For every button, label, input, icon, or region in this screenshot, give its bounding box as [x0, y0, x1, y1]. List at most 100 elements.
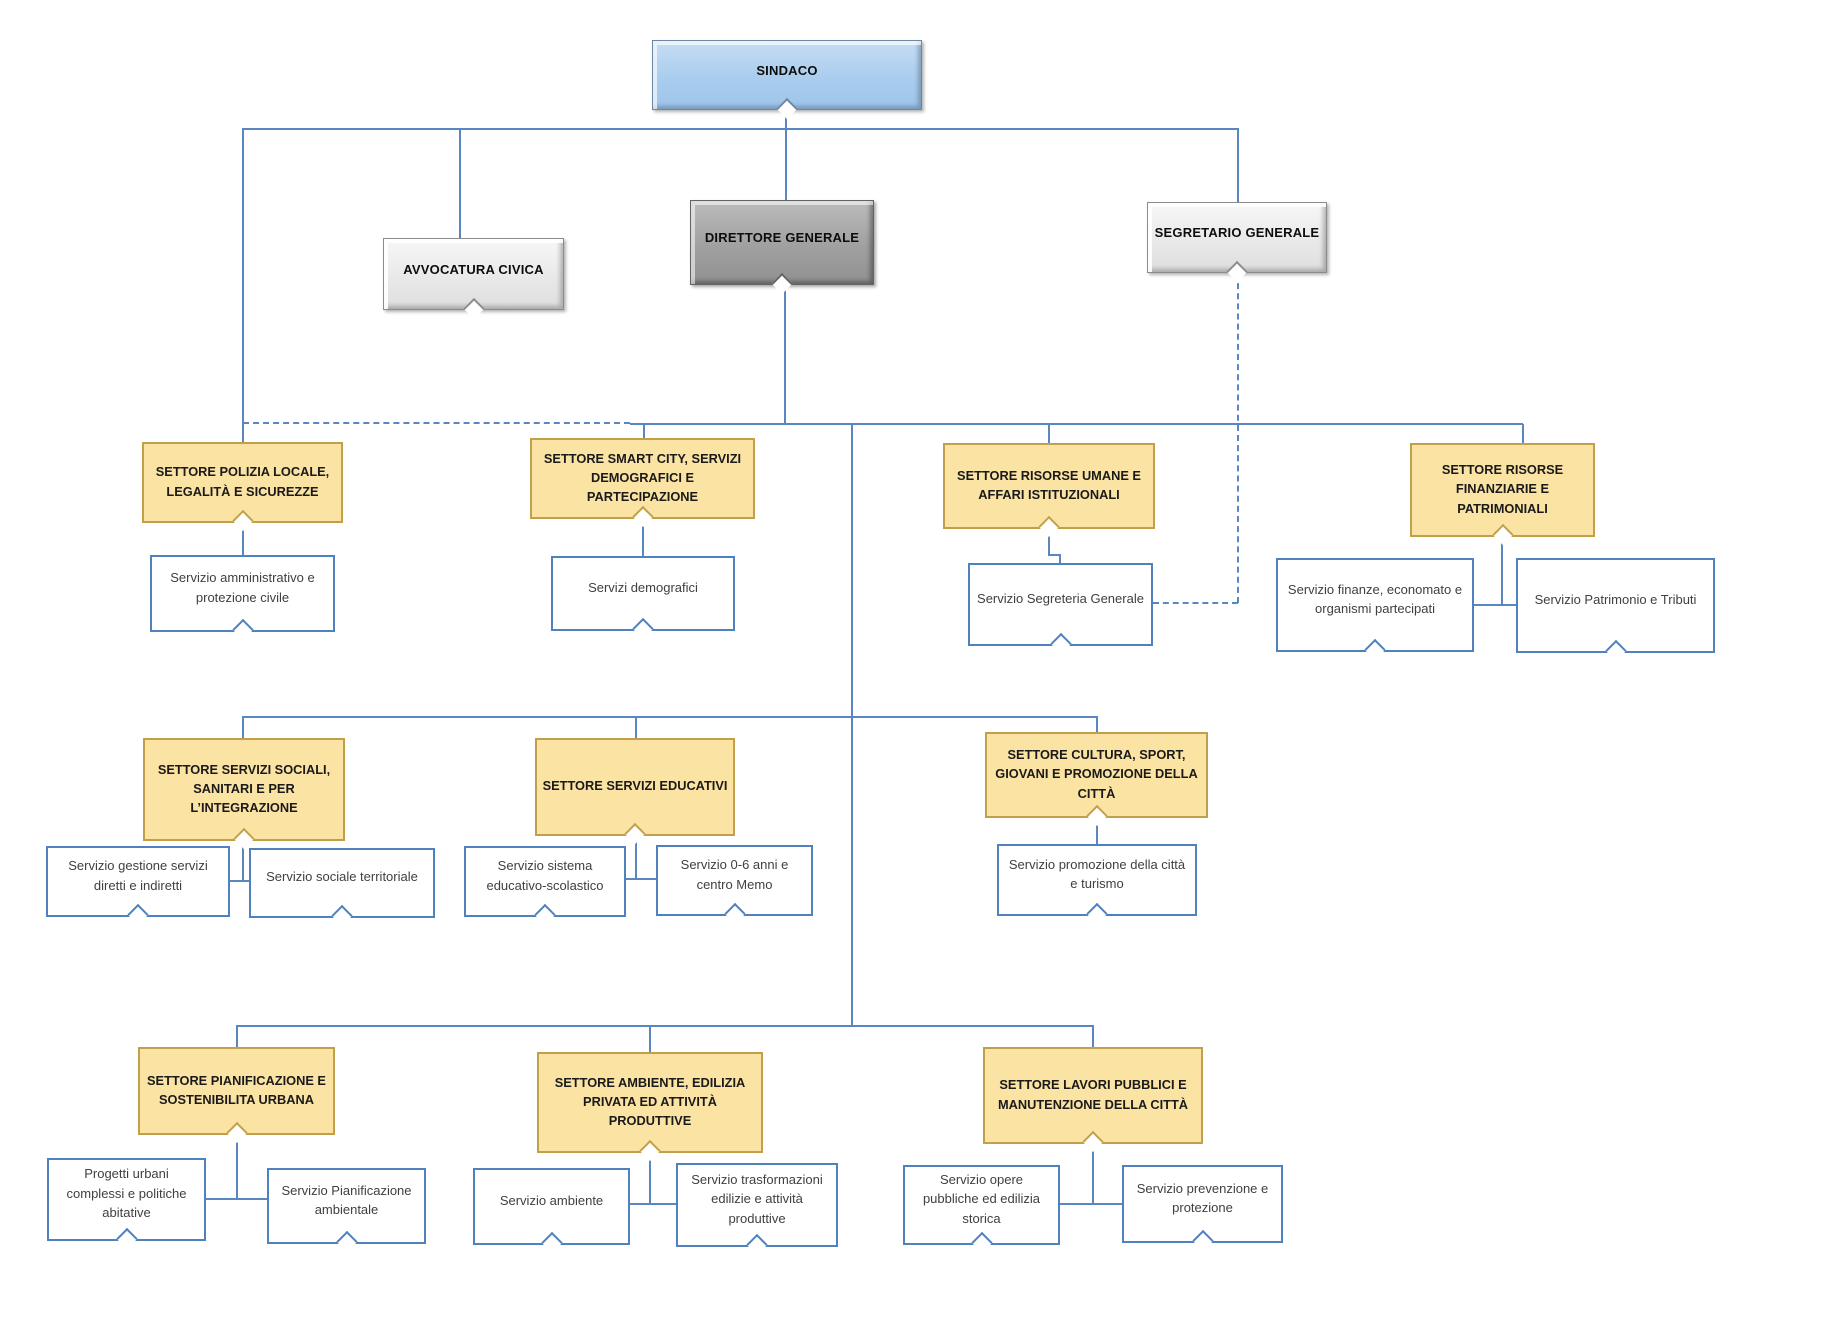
connector-sociali-service — [242, 841, 244, 882]
connector-fin-tee — [1474, 604, 1516, 606]
node-avvocatura-label: AVVOCATURA CIVICA — [403, 261, 544, 277]
node-settore-educativi-label: SETTORE SERVIZI EDUCATIVI — [542, 778, 728, 794]
bottom-notch — [1085, 804, 1108, 827]
node-serv-prevenzione-label: Servizio prevenzione e protezione — [1136, 1180, 1269, 1216]
node-serv-promozione-label: Servizio promozione della città e turism… — [1008, 856, 1186, 892]
connector-smart-drop — [643, 423, 645, 438]
bottom-notch — [1038, 515, 1060, 538]
connector-segretario-dashed-v — [1237, 273, 1239, 603]
node-avvocatura: AVVOCATURA CIVICA — [383, 238, 564, 320]
bottom-notch — [231, 509, 254, 532]
connector-pianificazione-service — [236, 1135, 238, 1200]
node-serv-gestione: Servizio gestione servizi diretti e indi… — [46, 846, 230, 926]
connector-segretario-drop — [1237, 129, 1239, 202]
node-serv-finanze: Servizio finanze, economato e organismi … — [1276, 558, 1474, 661]
node-settore-pianificazione-label: SETTORE PIANIFICAZIONE E SOSTENIBILITA U… — [147, 1072, 326, 1107]
node-sindaco-label: SINDACO — [756, 62, 818, 78]
bottom-notch — [776, 97, 798, 120]
connector-avvocatura-drop — [459, 129, 461, 238]
bottom-notch — [331, 904, 353, 927]
bottom-notch — [127, 903, 149, 926]
bottom-notch — [632, 617, 654, 640]
node-settore-ambiente-label: SETTORE AMBIENTE, EDILIZIA PRIVATA ED AT… — [554, 1074, 746, 1129]
connector-lavori-tee — [1060, 1203, 1122, 1205]
node-serv-educativo: Servizio sistema educativo-scolastico — [464, 846, 626, 926]
connector-spine — [851, 424, 853, 1026]
connector-segretario-dashed-h — [1153, 602, 1238, 604]
node-serv-ambiente: Servizio ambiente — [473, 1168, 630, 1254]
connector-educativi-tee — [626, 878, 656, 880]
connector-rail3 — [237, 1025, 1093, 1027]
node-settore-risorse-fin: SETTORE RISORSE FINANZIARIE E PATRIMONIA… — [1410, 443, 1595, 546]
bottom-notch — [462, 297, 485, 320]
connector-lavori-service — [1092, 1144, 1094, 1205]
connector-sindaco-down — [785, 110, 787, 130]
node-settore-educativi: SETTORE SERVIZI EDUCATIVI — [535, 738, 735, 845]
node-serv-prevenzione: Servizio prevenzione e protezione — [1122, 1165, 1283, 1252]
node-serv-trasformazioni-label: Servizio trasformazioni edilizie e attiv… — [691, 1171, 823, 1226]
node-serv-zero-sei-label: Servizio 0-6 anni e centro Memo — [680, 857, 789, 892]
node-serv-patrimonio: Servizio Patrimonio e Tributi — [1516, 558, 1715, 662]
node-serv-pianificazione-ambientale-label: Servizio Pianificazione ambientale — [281, 1182, 412, 1218]
node-serv-opere-label: Servizio opere pubbliche ed edilizia sto… — [922, 1171, 1041, 1226]
node-segretario-label: SEGRETARIO GENERALE — [1154, 225, 1320, 240]
node-serv-patrimonio-label: Servizio Patrimonio e Tributi — [1534, 591, 1697, 607]
node-settore-sociali-label: SETTORE SERVIZI SOCIALI, SANITARI E PER … — [157, 761, 331, 816]
node-settore-pianificazione: SETTORE PIANIFICAZIONE E SOSTENIBILITA U… — [138, 1047, 335, 1144]
node-settore-risorse-umane: SETTORE RISORSE UMANE E AFFARI ISTITUZIO… — [943, 443, 1155, 538]
connector-pianificazione-drop — [236, 1025, 238, 1047]
bottom-notch — [225, 1121, 248, 1144]
node-serv-segreteria: Servizio Segreteria Generale — [968, 563, 1153, 655]
node-settore-ambiente: SETTORE AMBIENTE, EDILIZIA PRIVATA ED AT… — [537, 1052, 763, 1162]
connector-rail1 — [630, 423, 1523, 425]
node-serv-finanze-label: Servizio finanze, economato e organismi … — [1287, 581, 1463, 617]
connector-pianificazione-tee — [206, 1198, 267, 1200]
node-settore-lavori-label: SETTORE LAVORI PUBBLICI E MANUTENZIONE D… — [997, 1077, 1189, 1112]
connector-cultura-service — [1096, 818, 1098, 844]
bottom-notch — [1049, 632, 1072, 655]
connector-top-rail — [242, 128, 1239, 130]
node-serv-amministrativo-label: Servizio amministrativo e protezione civ… — [170, 570, 315, 605]
node-serv-promozione: Servizio promozione della città e turism… — [997, 844, 1197, 925]
bottom-notch — [970, 1231, 993, 1254]
node-sindaco: SINDACO — [652, 40, 922, 120]
bottom-notch — [1491, 523, 1514, 546]
connector-fin-service — [1501, 537, 1503, 606]
node-segretario: SEGRETARIO GENERALE — [1147, 202, 1327, 283]
node-serv-progetti: Progetti urbani complessi e politiche ab… — [47, 1158, 206, 1250]
bottom-notch — [540, 1231, 563, 1254]
connector-rail2 — [242, 716, 1097, 718]
node-serv-gestione-label: Servizio gestione servizi diretti e indi… — [68, 858, 208, 893]
connector-ambiente-tee — [630, 1203, 676, 1205]
connector-polizia-drop — [242, 129, 244, 442]
connector-direttore-drop — [785, 129, 787, 200]
connector-cultura-drop — [1096, 716, 1098, 732]
connector-ambiente-service — [649, 1153, 651, 1205]
node-settore-risorse-umane-label: SETTORE RISORSE UMANE E AFFARI ISTITUZIO… — [957, 467, 1141, 502]
bottom-notch — [534, 903, 556, 926]
connector-rail1-dashed — [243, 422, 630, 424]
node-serv-pianificazione-ambientale: Servizio Pianificazione ambientale — [267, 1168, 426, 1253]
bottom-notch — [233, 827, 255, 850]
bottom-notch — [631, 505, 654, 528]
node-serv-zero-sei: Servizio 0-6 anni e centro Memo — [656, 845, 813, 925]
bottom-notch — [231, 618, 254, 641]
connector-sociali-drop — [242, 716, 244, 738]
node-settore-risorse-fin-label: SETTORE RISORSE FINANZIARIE E PATRIMONIA… — [1441, 462, 1564, 516]
node-settore-lavori: SETTORE LAVORI PUBBLICI E MANUTENZIONE D… — [983, 1047, 1203, 1153]
connector-umane-service-2 — [1048, 554, 1061, 556]
connector-sociali-tee — [230, 880, 249, 882]
connector-risorse-fin-drop — [1522, 424, 1524, 443]
bottom-notch — [723, 902, 746, 925]
node-settore-cultura: SETTORE CULTURA, SPORT, GIOVANI E PROMOZ… — [985, 732, 1208, 827]
node-serv-sociale-territoriale: Servizio sociale territoriale — [249, 848, 435, 927]
bottom-notch — [115, 1227, 138, 1250]
node-serv-ambiente-label: Servizio ambiente — [499, 1192, 604, 1208]
connector-educativi-service — [635, 836, 637, 880]
node-serv-segreteria-label: Servizio Segreteria Generale — [977, 590, 1144, 606]
bottom-notch — [771, 272, 793, 295]
bottom-notch — [1604, 639, 1627, 662]
node-serv-opere: Servizio opere pubbliche ed edilizia sto… — [903, 1165, 1060, 1254]
connector-umane-service-3 — [1059, 554, 1061, 564]
